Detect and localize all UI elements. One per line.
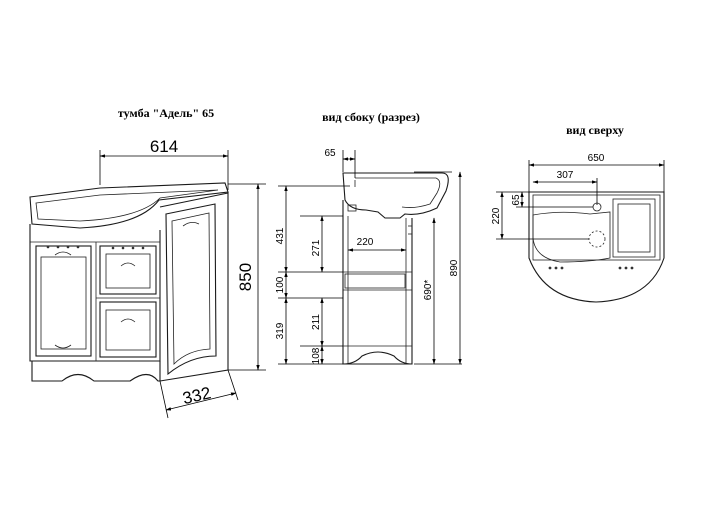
- top-307-label: 307: [557, 170, 574, 181]
- top-220-label: 220: [491, 207, 502, 224]
- top-depth-dimensions: 65 220: [491, 191, 593, 240]
- side-211-label: 211: [311, 314, 322, 330]
- front-depth-dimension: 332: [159, 369, 239, 419]
- side-view-title: вид сбоку (разрез): [322, 110, 420, 124]
- side-sink-section: [342, 172, 449, 219]
- top-65-label: 65: [511, 194, 522, 206]
- top-view-title: вид сверху: [566, 123, 624, 137]
- front-width-dimension: 614: [99, 137, 229, 190]
- side-108-label: 108: [311, 347, 322, 364]
- side-right-vertical-dimensions: 690* 890: [423, 171, 462, 365]
- top-view: 650 307 65 220: [491, 153, 665, 303]
- side-inner-depth-dimension: 220: [347, 237, 407, 252]
- side-outer-vertical-dimensions: 431 100 319: [275, 185, 288, 365]
- side-319-label: 319: [275, 322, 286, 339]
- side-inner-vertical-dimensions: 271 211 108: [311, 215, 324, 365]
- side-220-label: 220: [357, 237, 374, 248]
- front-side-panel: [159, 192, 229, 382]
- side-431-label: 431: [275, 227, 286, 244]
- front-height-label: 850: [236, 263, 255, 291]
- top-sink-outline: [528, 191, 665, 303]
- side-65-label: 65: [324, 148, 336, 159]
- side-cabinet-section: [342, 200, 413, 365]
- side-271-label: 271: [311, 239, 322, 256]
- front-height-dimension: 850: [228, 183, 266, 371]
- front-view-title: тумба "Адель" 65: [118, 106, 214, 120]
- front-cabinet: [29, 224, 161, 382]
- front-width-label: 614: [150, 137, 178, 156]
- side-690-label: 690*: [423, 280, 434, 301]
- top-650-label: 650: [588, 153, 605, 164]
- side-view: 65 220 431 100 319 271 211 108: [275, 148, 462, 365]
- front-sink: [29, 182, 229, 229]
- top-center-dimension: 307: [532, 170, 598, 205]
- front-depth-label: 332: [181, 383, 213, 408]
- side-top-offset-dimension: 65: [324, 148, 356, 178]
- side-890-label: 890: [449, 259, 460, 276]
- top-width-dimension: 650: [528, 153, 665, 192]
- side-100-label: 100: [275, 276, 286, 293]
- front-view: 614 850 332: [29, 137, 266, 419]
